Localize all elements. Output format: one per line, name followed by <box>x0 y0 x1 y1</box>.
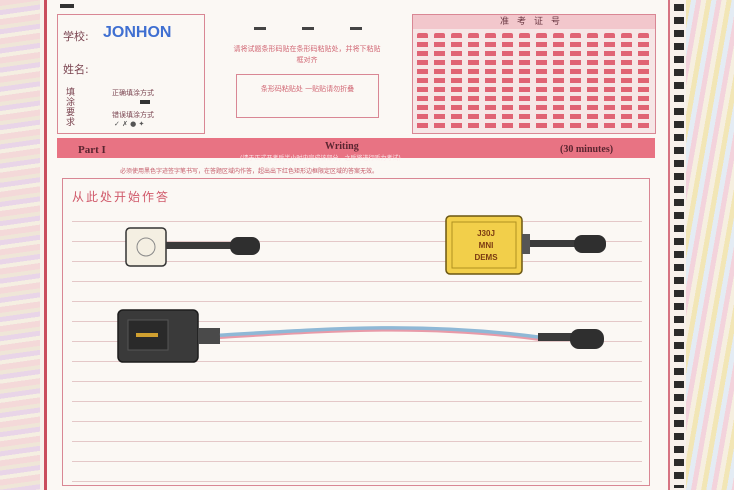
id-bubble-column[interactable] <box>604 33 615 131</box>
dash-mark <box>302 27 314 30</box>
id-bubble-column[interactable] <box>485 33 496 131</box>
section-time: (30 minutes) <box>560 144 614 155</box>
cable-connector-drawing <box>117 309 604 363</box>
timing-mark-strip <box>674 4 684 488</box>
gold-connector-text-2: MNI <box>479 241 494 250</box>
gold-connector-drawing: J30J MNI DEMS <box>445 215 606 275</box>
answer-area[interactable] <box>62 178 650 486</box>
gold-connector-text-1: J30J <box>477 229 495 238</box>
top-mark <box>60 4 74 8</box>
dash-mark <box>350 27 362 30</box>
start-answer-label: 从此处开始作答 <box>72 190 171 204</box>
section-banner <box>57 138 655 158</box>
id-bubble-column[interactable] <box>638 33 649 131</box>
exam-id-title: 准考证号 <box>413 15 655 29</box>
info-box <box>57 14 205 134</box>
answer-notice: 必须使用黑色字迹签字笔书写，在答题区域内作答，超出出下红色矩形边框限定区域的答案… <box>120 168 379 175</box>
gold-connector-text-3: DEMS <box>474 253 498 262</box>
id-bubble-column[interactable] <box>570 33 581 131</box>
wrong-fill-label: 错误填涂方式 <box>112 111 154 119</box>
section-subtitle: (请于正式开考后半小时内完成该部分，之后将进行听力考试) <box>240 155 401 162</box>
left-crayon-margin <box>0 0 40 490</box>
correct-fill-label: 正确填涂方式 <box>112 89 154 97</box>
school-label: 学校: <box>63 30 89 43</box>
id-bubble-column[interactable] <box>451 33 462 131</box>
fill-requirement-label: 填涂要求 <box>66 88 76 128</box>
id-bubble-column[interactable] <box>502 33 513 131</box>
id-bubble-column[interactable] <box>519 33 530 131</box>
part-label: Part I <box>78 144 106 156</box>
small-connector-drawing <box>125 227 260 267</box>
id-bubble-column[interactable] <box>417 33 428 131</box>
barcode-box: 条形码粘贴处 一贴贴请勿折叠 <box>236 74 379 118</box>
section-title: Writing <box>325 141 359 152</box>
wrong-fill-samples: ✓ ✗ ● ✦ <box>114 120 145 128</box>
barcode-instructions: 请将试题条形码贴在条形码粘贴处，并将下粘贴框对齐 <box>233 45 381 64</box>
dash-mark <box>254 27 266 30</box>
id-bubble-column[interactable] <box>536 33 547 131</box>
id-bubble-column[interactable] <box>434 33 445 131</box>
exam-id-grid: 准考证号 <box>412 14 656 134</box>
id-bubble-column[interactable] <box>621 33 632 131</box>
school-value: JONHON <box>103 24 172 41</box>
name-label: 姓名: <box>63 63 89 76</box>
correct-fill-sample <box>140 100 150 104</box>
right-crayon-margin <box>686 0 734 490</box>
id-bubble-column[interactable] <box>553 33 564 131</box>
id-bubble-column[interactable] <box>587 33 598 131</box>
id-bubble-column[interactable] <box>468 33 479 131</box>
